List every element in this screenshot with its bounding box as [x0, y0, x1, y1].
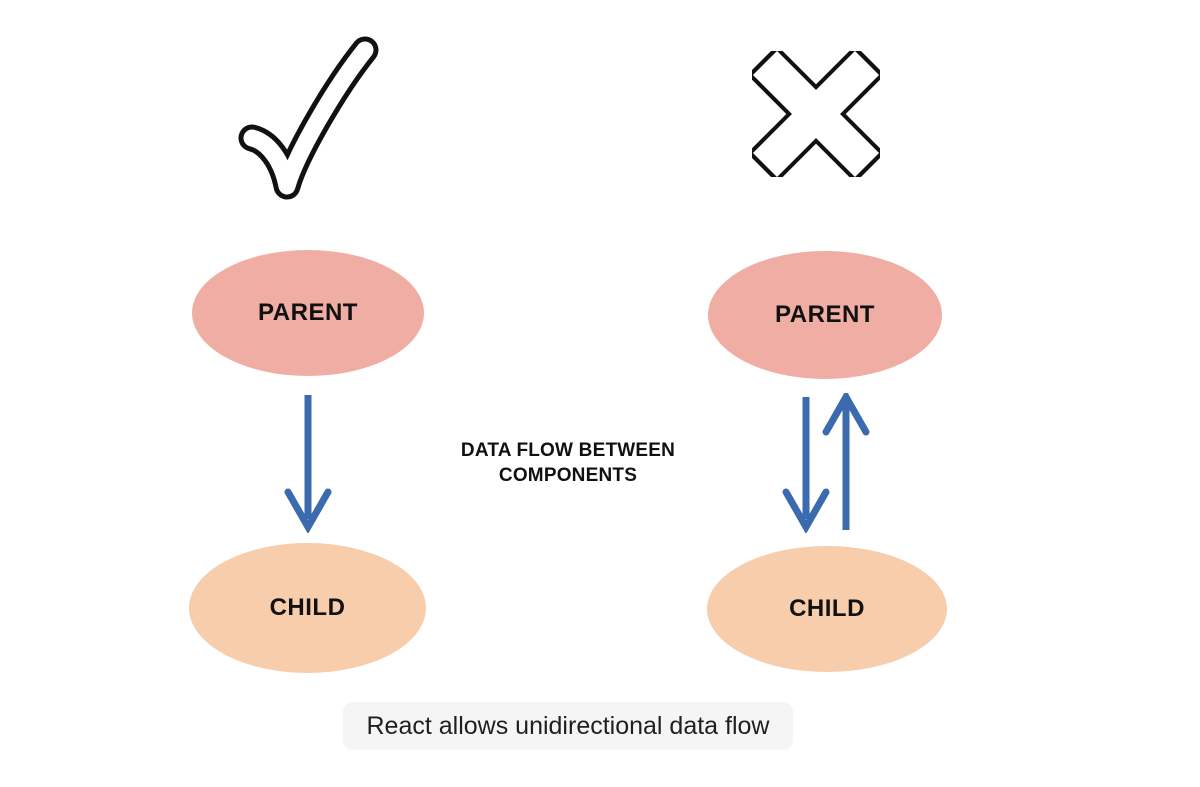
child-node-left: CHILD — [189, 543, 426, 673]
parent-node-right: PARENT — [708, 251, 942, 379]
up-arrow-right-icon — [822, 393, 870, 530]
child-node-right: CHILD — [707, 546, 947, 672]
check-icon — [238, 36, 379, 200]
caption-box: React allows unidirectional data flow — [343, 702, 793, 750]
child-label-right: CHILD — [789, 595, 865, 622]
center-label-line2: COMPONENTS — [498, 465, 638, 486]
center-label: DATA FLOW BETWEEN COMPONENTS — [398, 438, 738, 488]
child-label-left: CHILD — [269, 594, 346, 621]
arrow-head — [782, 488, 830, 533]
cross-icon — [752, 51, 880, 177]
caption-text: React allows unidirectional data flow — [366, 711, 770, 740]
parent-label-right: PARENT — [775, 301, 875, 328]
down-arrow-right-icon — [782, 397, 830, 533]
check-fill — [243, 41, 374, 195]
arrow-head — [284, 488, 332, 533]
center-label-line1: DATA FLOW BETWEEN — [460, 440, 676, 461]
cross-fill-2 — [752, 51, 880, 177]
parent-node-left: PARENT — [192, 250, 424, 376]
arrow-head — [822, 393, 870, 436]
down-arrow-left-icon — [284, 395, 332, 533]
parent-label-left: PARENT — [258, 299, 358, 326]
